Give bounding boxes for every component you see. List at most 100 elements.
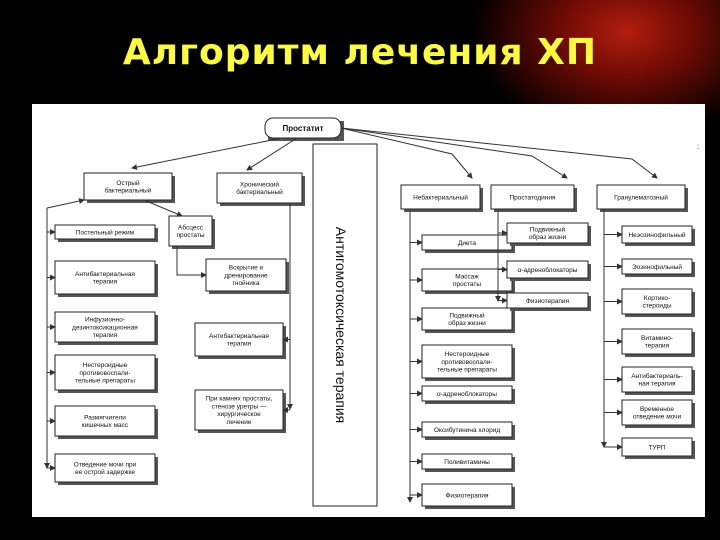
box-text: ее острой задержке [75,468,135,476]
box-frame [621,328,693,355]
box-frame [54,405,156,437]
nonbact-item-5: Оксибутинина хлорид [421,421,515,440]
box-text: Подвижный [449,311,485,319]
box-text: Антибактериальная [209,332,269,340]
box-text: образ жизни [448,319,486,327]
box-text: Простатодиния [509,194,556,201]
box-text: При камнях простаты, [206,396,273,403]
box-frame [54,260,156,295]
box-text: стероиды [642,303,671,310]
box-text: ная терапия [639,381,676,388]
box-text: Антибактериаль- [631,372,682,380]
acute-item-0: Постельный режим [54,224,158,242]
prostatodynia-item-1: α-адреноблокаторы [506,260,591,281]
connector-root-granulomatous [340,127,658,179]
box-granulomatous: Гранулематозный [596,184,688,212]
box-text: Подвижный [530,225,566,233]
box-text: Временное [640,406,674,413]
box-text: бактериальный [236,188,283,196]
vertical-label: Антигомотоксическая терапия [333,227,349,424]
box-text: Небактериальный [413,193,468,201]
antihomotoxic-therapy-band: Антигомотоксическая терапия [312,143,378,507]
box-prostatodynia: Простатодиния [490,184,577,212]
box-text: α-адреноблокаторы [518,266,578,274]
box-text: лечение [226,419,251,426]
box-text: Кортико- [644,295,670,302]
chronic-item-1: При камнях простаты,стенозе уретры —хиру… [194,389,286,433]
box-text: Инфузионно- [85,317,125,324]
box-text: α-адреноблокаторы [437,390,497,398]
box-text: Оксибутинина хлорид [434,426,500,434]
box-frame [54,354,156,391]
box-text: Диета [458,240,476,247]
box-text: Размягчители [84,414,126,421]
box-text: дренирование [224,272,268,279]
granulomatous-item-0: Неэозинофильный [621,225,695,246]
box-frame [621,399,693,426]
box-text: кишечных масс [82,422,129,429]
box-frame [83,172,173,201]
box-text: тельные препараты [75,377,135,384]
box-frame [194,322,284,357]
box-text: терапия [93,279,118,286]
connector-root-nonbact [340,127,473,179]
box-text: Эозинофильный [632,263,682,271]
box-text: бактериальный [105,187,152,195]
slide-title: Алгоритм лечения ХП [122,32,598,73]
connector-root-chronic [246,137,298,171]
box-text: Физиотерапия [445,492,489,499]
box-text: противовоспали- [441,359,492,366]
box-text: тельные препараты [437,366,497,373]
box-text: отведение мочи [633,414,682,421]
box-text: терапия [93,332,118,339]
box-frame [490,184,575,210]
granulomatous-item-3: Витамино-терапия [621,328,695,357]
box-text: Абсцесс [178,223,204,231]
granulomatous-item-1: Эозинофильный [621,258,695,277]
box-frame [205,258,287,292]
box-text: ТУРП [648,444,665,451]
box-text: Хронический [240,180,280,188]
box-text: Отведение мочи при [74,461,137,468]
box-text: противовоспали- [79,370,130,377]
connector-acute-abscess [143,199,183,217]
box-text: дезинтоксикационная [72,324,138,331]
box-text: простаты [176,232,204,239]
nonbact-item-6: Поливитамины [421,453,515,472]
box-text: Нестероидные [445,351,490,358]
box-text: Физиотерапия [526,298,570,305]
nonbact-item-4: α-адреноблокаторы [421,385,515,404]
box-text: Антибактериальная [75,270,135,278]
connector-root-acute [131,137,283,170]
box-text: хирургическое [217,411,261,418]
box-text: стенозе уретры — [212,403,267,410]
box-text: Вскрытие и [229,265,264,272]
box-nonbacterial: Небактериальный [400,184,483,212]
box-text: Простатит [283,124,324,133]
box-frame [621,366,693,393]
box-frame [168,215,213,247]
box-text: Постельный режим [76,228,135,236]
nonbact-item-0: Диета [421,234,515,253]
box-text: простаты [453,281,481,288]
box-frame [54,453,156,483]
box-text: терапия [645,343,670,350]
box-text: терапия [227,341,252,348]
granulomatous-item-4: Антибактериаль-ная терапия [621,366,695,395]
nonbact-item-7: Физиотерапия [421,483,515,509]
box-text: Поливитамины [444,459,490,466]
box-text: гнойника [232,279,259,287]
